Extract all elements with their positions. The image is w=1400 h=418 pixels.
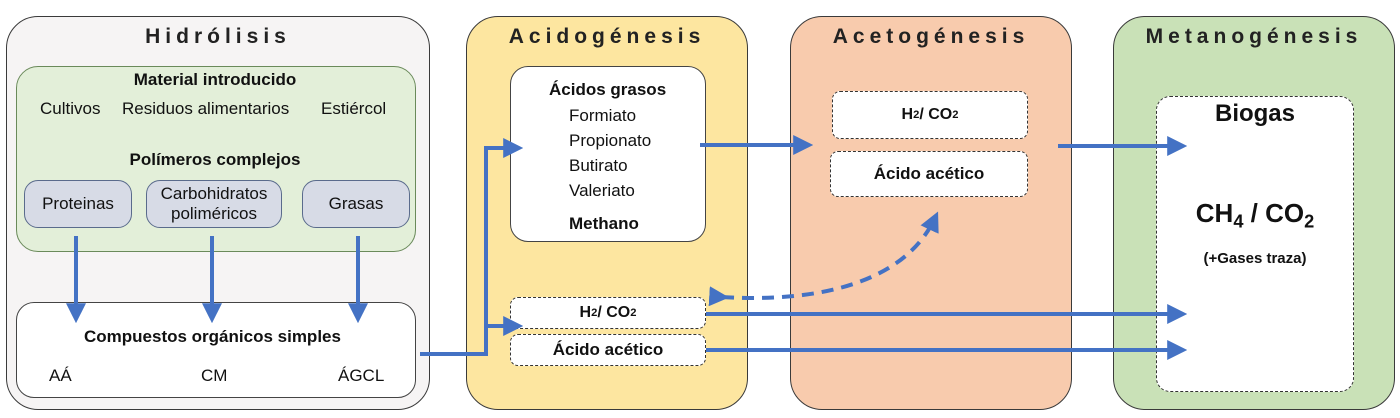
- stage-title-metanogenesis: Metanogénesis: [1145, 25, 1363, 48]
- fatty-acids-box: [510, 66, 706, 242]
- polymer-carbohidratos: Carbohidratos poliméricos: [146, 180, 282, 228]
- aceto-acetic-box: Ácido acético: [830, 151, 1028, 197]
- arrow-compounds-to-acido: [420, 138, 524, 356]
- polymer-grasas: Grasas: [302, 180, 410, 228]
- fatty-acids-title: Ácidos grasos: [549, 80, 667, 99]
- compound-aa: AÁ: [49, 366, 72, 385]
- arrow-dashed-exchange: [708, 211, 939, 307]
- polymers-title: Polímeros complejos: [129, 150, 301, 169]
- stage-title-hidrolisis: Hidrólisis: [145, 25, 291, 48]
- fatty-butirato: Butirato: [569, 156, 628, 175]
- material-title: Material introducido: [133, 70, 297, 89]
- fatty-formiato: Formiato: [569, 106, 637, 125]
- polymer-proteinas: Proteinas: [24, 180, 132, 228]
- ch4-co2-formula: CH4 / CO2: [1195, 198, 1315, 232]
- acido-acetic-box: Ácido acético: [510, 334, 706, 366]
- compound-agcl: ÁGCL: [338, 366, 385, 385]
- biogas-title: Biogas: [1214, 100, 1295, 127]
- biogas-box: [1156, 96, 1354, 392]
- compounds-title: Compuestos orgánicos simples: [84, 327, 341, 346]
- trace-gases: (+Gases traza): [1203, 250, 1307, 267]
- stage-title-acetogenesis: Acetogénesis: [832, 25, 1030, 48]
- material-residuos: Residuos alimentarios: [122, 99, 290, 118]
- fatty-propionato: Propionato: [569, 131, 652, 150]
- material-estiercol: Estiércol: [321, 99, 387, 118]
- stage-title-acidogenesis: Acidogénesis: [508, 25, 706, 48]
- material-cultivos: Cultivos: [40, 99, 101, 118]
- fatty-valeriato: Valeriato: [569, 181, 635, 200]
- compound-cm: CM: [201, 366, 228, 385]
- methano-label: Methano: [569, 214, 639, 233]
